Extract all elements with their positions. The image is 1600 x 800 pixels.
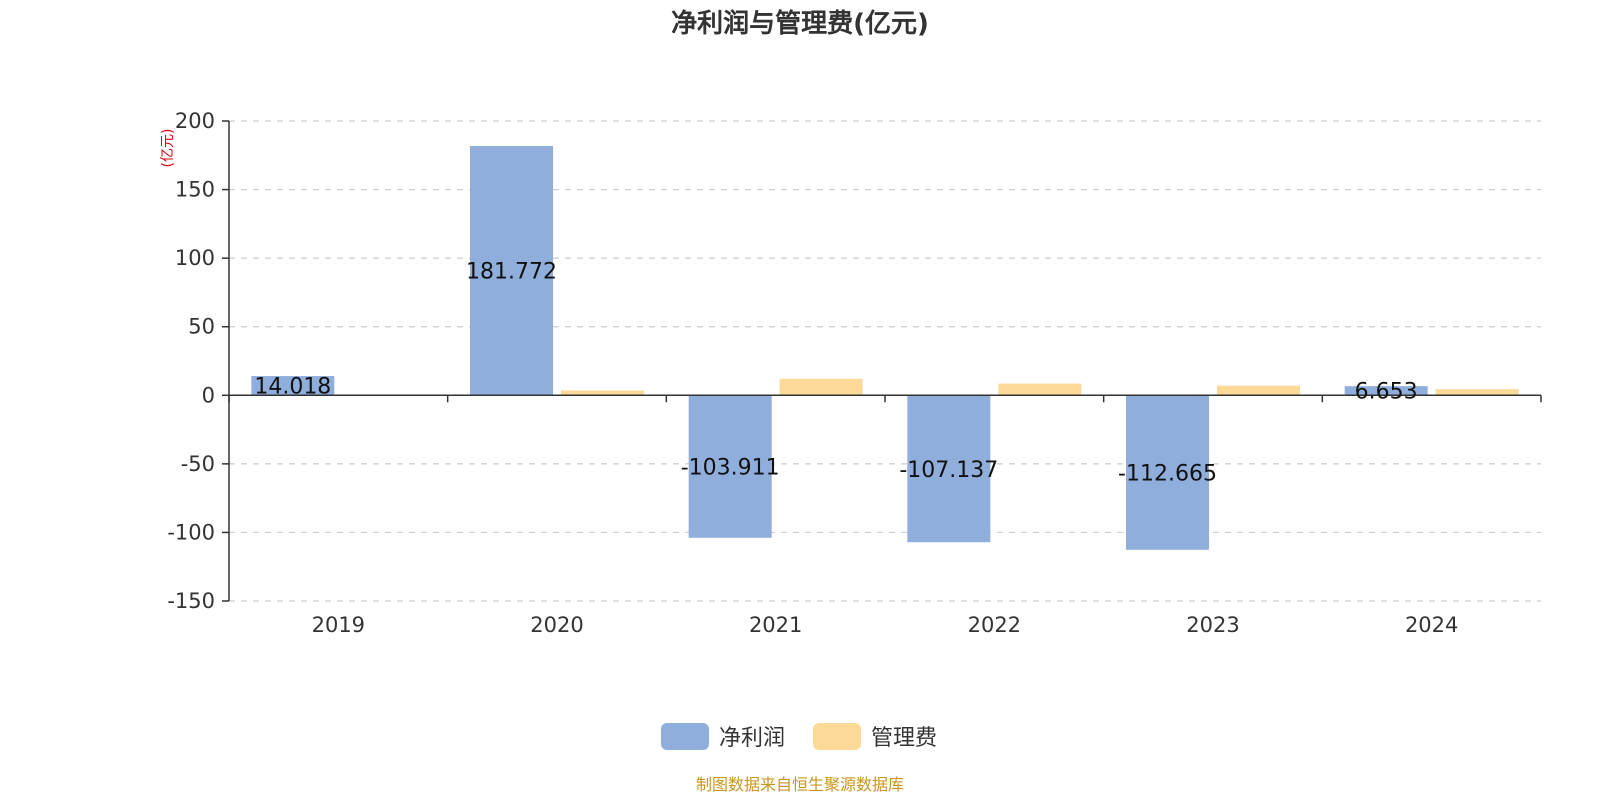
y-tick-label: 50 xyxy=(188,315,215,339)
data-label: 14.018 xyxy=(254,375,331,400)
legend-swatch[interactable] xyxy=(813,723,861,750)
x-tick-label: 2019 xyxy=(312,613,365,637)
x-tick-label: 2023 xyxy=(1186,613,1239,637)
bar-net-profit xyxy=(470,145,553,396)
bar-admin-expense xyxy=(1217,385,1300,396)
bar-net-profit xyxy=(688,395,772,538)
source-note: 制图数据来自恒生聚源数据库 xyxy=(696,775,904,794)
y-tick-label: 200 xyxy=(175,109,215,133)
x-tick-label: 2022 xyxy=(968,613,1021,637)
legend[interactable]: 净利润 管理费 xyxy=(661,723,937,751)
bar-net-profit xyxy=(1344,386,1428,396)
x-tick-label: 2020 xyxy=(530,613,583,637)
y-tick-label: 150 xyxy=(175,178,215,202)
data-labels: 14.018 181.772 -103.911 -107.137 -112.665 6.6… xyxy=(254,260,1417,487)
legend-swatch[interactable] xyxy=(661,723,709,750)
bar-net-profit xyxy=(1126,395,1209,550)
x-tick-label: 2024 xyxy=(1405,613,1458,637)
grid-lines xyxy=(229,120,1541,602)
legend-label[interactable]: 管理费 xyxy=(871,726,937,751)
y-tick-label: -150 xyxy=(167,589,215,613)
y-tick-label: -100 xyxy=(167,520,215,544)
bar-admin-expense xyxy=(779,378,863,396)
axes xyxy=(228,121,1541,601)
bar-admin-expense xyxy=(561,390,644,396)
data-label: 181.772 xyxy=(466,260,557,285)
y-tick-label: 0 xyxy=(202,383,215,407)
bar-admin-expense xyxy=(998,383,1082,396)
data-label: -112.665 xyxy=(1118,462,1217,487)
bar-net-profit xyxy=(251,376,335,396)
x-axis-ticks: 2019 2020 2021 2022 2023 2024 xyxy=(228,395,1542,637)
bar-net-profit xyxy=(907,395,991,543)
y-axis-ticks: 200 150 100 50 0 -50 -100 -150 xyxy=(167,109,229,613)
data-label: 6.653 xyxy=(1355,380,1418,405)
y-tick-label: -50 xyxy=(181,452,215,476)
data-label: -103.911 xyxy=(681,456,780,481)
legend-label[interactable]: 净利润 xyxy=(719,726,785,751)
bars xyxy=(251,145,1519,550)
data-label: -107.137 xyxy=(899,458,998,483)
y-tick-label: 100 xyxy=(175,246,215,270)
bar-admin-expense xyxy=(1435,389,1519,396)
x-tick-label: 2021 xyxy=(749,613,802,637)
chart-title: 净利润与管理费(亿元) xyxy=(671,8,929,39)
y-axis-unit: (亿元) xyxy=(160,129,176,168)
